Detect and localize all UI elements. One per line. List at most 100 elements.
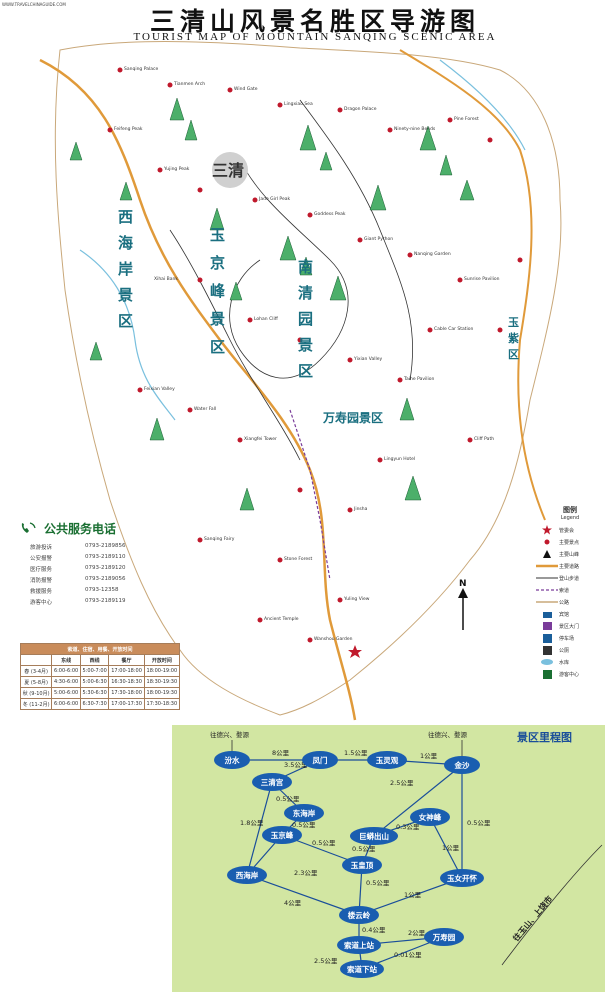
svg-text:岸: 岸: [118, 260, 133, 278]
svg-text:0.01公里: 0.01公里: [394, 951, 422, 959]
svg-text:景: 景: [298, 336, 313, 354]
svg-text:0.5公里: 0.5公里: [467, 819, 491, 827]
svg-text:1公里: 1公里: [442, 844, 460, 852]
svg-text:0.5公里: 0.5公里: [276, 795, 300, 803]
district-circle: [212, 152, 248, 188]
toilet-icon: [542, 645, 552, 655]
distance-chart-bg: [172, 725, 605, 992]
mountain-trail-3: [299, 99, 413, 381]
map-legend: 图例 Legend 管委会 主要景点 主要山峰 主要道路 登山步道 索道 公路 …: [535, 505, 605, 680]
svg-text:Feifeng Peak: Feifeng Peak: [114, 126, 143, 132]
svg-text:索道下站: 索道下站: [347, 964, 377, 974]
page-title: 三清山风景名胜区导游图: [149, 7, 480, 36]
district-yuzi: 玉 紫 区: [508, 316, 519, 361]
parking-icon: [542, 633, 552, 643]
svg-text:Giant Python: Giant Python: [364, 236, 393, 242]
peak-icon: [543, 550, 551, 558]
svg-text:玉皇顶: 玉皇顶: [351, 860, 374, 870]
svg-text:Ninety-nine Bends: Ninety-nine Bends: [394, 126, 436, 132]
svg-text:Water Fall: Water Fall: [194, 406, 216, 412]
legend-item: 索道: [535, 584, 605, 596]
legend-item: 游客中心: [535, 668, 605, 680]
svg-text:索道上站: 索道上站: [344, 940, 374, 950]
svg-text:Jinsha: Jinsha: [353, 506, 368, 512]
legend-item: 主要山峰: [535, 548, 605, 560]
scenic-spot-markers: [107, 67, 523, 643]
svg-text:区: 区: [508, 348, 519, 361]
svg-text:Pine Forest: Pine Forest: [454, 116, 479, 122]
distance-chart-title: 景区里程图: [516, 730, 572, 744]
svg-text:8公里: 8公里: [272, 749, 290, 757]
svg-text:2.5公里: 2.5公里: [314, 957, 338, 965]
svg-text:0.5公里: 0.5公里: [366, 879, 390, 887]
svg-text:巨蟒出山: 巨蟒出山: [359, 831, 389, 841]
svg-text:海: 海: [118, 234, 133, 252]
svg-text:Wanshou Garden: Wanshou Garden: [314, 636, 353, 642]
svg-text:Feixian Valley: Feixian Valley: [144, 386, 175, 392]
svg-text:0.5公里: 0.5公里: [352, 845, 376, 853]
svg-text:Lingyun Hotel: Lingyun Hotel: [384, 456, 415, 462]
svg-text:Sanqing Palace: Sanqing Palace: [124, 66, 158, 72]
svg-text:玉女开怀: 玉女开怀: [447, 873, 477, 883]
legend-title-en: Legend: [560, 515, 580, 521]
svg-text:Sunrise Pavilion: Sunrise Pavilion: [464, 276, 500, 282]
svg-text:Stone Forest: Stone Forest: [284, 556, 312, 562]
trail-icon: [536, 577, 558, 579]
legend-item: 宾馆: [535, 608, 605, 620]
svg-text:南: 南: [298, 258, 313, 276]
svg-text:清: 清: [298, 284, 313, 302]
svg-text:0.3公里: 0.3公里: [396, 823, 420, 831]
mountain-trail: [229, 159, 349, 379]
district-wanshou: 万寿园景区: [322, 410, 383, 425]
svg-text:Tianmen Arch: Tianmen Arch: [173, 81, 205, 87]
legend-item: 管委会: [535, 524, 605, 536]
svg-text:Nanqing Garden: Nanqing Garden: [414, 251, 451, 257]
svg-text:区: 区: [210, 338, 225, 356]
district-xihai: 西 海 岸 景 区: [118, 208, 133, 330]
svg-text:金沙: 金沙: [454, 760, 470, 770]
svg-text:区: 区: [118, 312, 133, 330]
legend-item: 停车场: [535, 632, 605, 644]
district-nanqing: 南 清 园 景 区: [298, 258, 313, 380]
svg-text:Yuling View: Yuling View: [343, 596, 370, 602]
svg-text:0.4公里: 0.4公里: [362, 926, 386, 934]
svg-text:1公里: 1公里: [404, 891, 422, 899]
svg-text:1.8公里: 1.8公里: [240, 819, 264, 827]
svg-text:1.5公里: 1.5公里: [344, 749, 368, 757]
legend-title: 图例: [563, 506, 577, 514]
svg-text:西: 西: [118, 208, 133, 226]
legend-item: 景区大门: [535, 620, 605, 632]
district-sanqing: 三清: [212, 161, 244, 180]
svg-text:峰: 峰: [210, 282, 226, 300]
visitor-center-icon: [542, 669, 552, 679]
road-to-yushan: [501, 844, 603, 966]
legend-item: 公厕: [535, 644, 605, 656]
svg-text:女神峰: 女神峰: [419, 812, 442, 822]
legend-item: 登山步道: [535, 572, 605, 584]
east-highway: [399, 49, 546, 521]
svg-text:Goddess Peak: Goddess Peak: [314, 211, 346, 217]
svg-text:楼云岭: 楼云岭: [348, 910, 371, 920]
distance-labels: 8公里 1.5公里 1公里 3.5公里 0.5公里 2.5公里 0.5公里 0.…: [240, 749, 491, 965]
schedule-table: 索道、住宿、用餐、开放时间 东线西线餐厅开放时间 春 (3-4月)6:00-6:…: [19, 643, 181, 710]
svg-text:Jade Girl Peak: Jade Girl Peak: [258, 196, 290, 202]
svg-text:Xihai Bank: Xihai Bank: [154, 276, 178, 282]
svg-text:Lingxiao Sea: Lingxiao Sea: [284, 101, 313, 107]
svg-text:京: 京: [210, 254, 225, 272]
svg-text:三清宫: 三清宫: [261, 777, 284, 787]
svg-text:紫: 紫: [508, 331, 519, 345]
svg-text:2公里: 2公里: [408, 929, 426, 937]
highway-icon: [536, 601, 558, 603]
district-yujing: 玉 京 峰 景 区: [210, 226, 226, 356]
svg-text:0.5公里: 0.5公里: [292, 821, 316, 829]
svg-text:景: 景: [210, 310, 225, 328]
svg-text:玉灵观: 玉灵观: [376, 756, 399, 765]
legend-item: 主要景点: [535, 536, 605, 548]
svg-text:4公里: 4公里: [284, 899, 302, 907]
